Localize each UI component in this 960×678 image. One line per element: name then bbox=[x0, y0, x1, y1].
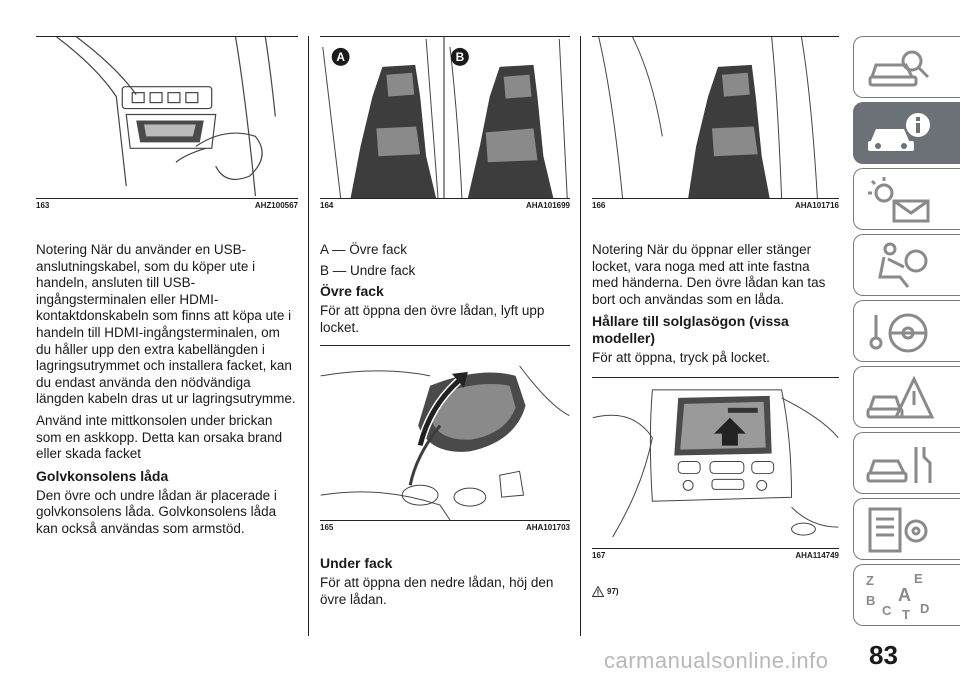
figure-code: AHZ100567 bbox=[254, 201, 298, 210]
armrest-storage-illustration: A B bbox=[322, 37, 568, 198]
svg-text:D: D bbox=[920, 601, 929, 616]
car-tools-icon bbox=[866, 447, 932, 483]
column-separator bbox=[580, 36, 581, 636]
figure-code: AHA101699 bbox=[525, 201, 570, 210]
tab-technical-data[interactable] bbox=[853, 498, 960, 560]
column-separator bbox=[308, 36, 309, 636]
tab-lights-messages[interactable] bbox=[853, 168, 960, 230]
section-body: För att öppna, tryck på locket. bbox=[592, 350, 770, 366]
ashtray-note: Använd inte mittkonsolen under brickan s… bbox=[36, 412, 283, 462]
figure-167-caption: 167 AHA114749 bbox=[592, 548, 839, 562]
tab-maintenance[interactable] bbox=[853, 432, 960, 494]
figure-166-illustration bbox=[592, 36, 839, 198]
figure-number: 164 bbox=[320, 201, 334, 210]
svg-text:A: A bbox=[898, 585, 911, 605]
section-body: För att öppna den nedre lådan, höj den ö… bbox=[320, 575, 554, 607]
svg-text:Z: Z bbox=[866, 573, 874, 588]
figure-164-illustration: A B bbox=[320, 36, 570, 198]
watermark: carmanualsonline.info bbox=[604, 648, 829, 673]
removable-box-illustration bbox=[598, 37, 818, 198]
center-console-tray-illustration bbox=[56, 37, 276, 197]
svg-text:C: C bbox=[882, 603, 892, 618]
figure-number: 166 bbox=[592, 201, 606, 210]
car-search-icon bbox=[868, 50, 930, 87]
legend-item-a: A — Övre fack bbox=[320, 242, 408, 257]
svg-text:B: B bbox=[866, 593, 875, 608]
section-body: Den övre och undre lådan är placerade i … bbox=[36, 487, 277, 536]
warning-triangle-icon bbox=[866, 375, 934, 419]
figure-165-illustration bbox=[320, 345, 570, 520]
figure-number: 163 bbox=[36, 201, 50, 210]
sunglasses-holder-illustration bbox=[592, 389, 839, 538]
callout-b: B bbox=[456, 50, 465, 64]
section-heading: Hållare till solglasögon (vissa modeller… bbox=[592, 313, 789, 347]
figure-165-caption: 165 AHA101703 bbox=[320, 520, 570, 534]
tab-car-info[interactable] bbox=[853, 102, 960, 164]
seat-airbag-icon bbox=[878, 242, 928, 288]
upper-lid-lift-illustration bbox=[320, 365, 570, 520]
callout-a: A bbox=[336, 50, 345, 64]
section-heading: Under fack bbox=[320, 555, 393, 571]
column-1-text: Notering När du använder en USB-anslutni… bbox=[36, 242, 298, 543]
svg-text:E: E bbox=[914, 571, 923, 586]
column-3-text: Notering När du öppnar eller stänger loc… bbox=[592, 242, 839, 372]
tab-emergency[interactable] bbox=[853, 366, 960, 428]
tab-starting-driving[interactable] bbox=[853, 300, 960, 362]
column-2-text-bottom: Under fack För att öppna den nedre lådan… bbox=[320, 552, 570, 613]
figure-number: 165 bbox=[320, 523, 334, 532]
light-message-icon bbox=[868, 177, 930, 223]
figure-163-caption: 163 AHZ100567 bbox=[36, 198, 298, 212]
figure-number: 167 bbox=[592, 551, 606, 560]
warning-triangle-icon bbox=[592, 586, 604, 597]
figure-166-caption: 166 AHA101716 bbox=[592, 198, 839, 212]
tab-index[interactable]: Z E A B C T D bbox=[853, 564, 960, 626]
figure-167-illustration bbox=[592, 377, 839, 547]
figure-163-illustration bbox=[36, 36, 298, 198]
steering-key-icon bbox=[869, 313, 928, 353]
section-heading: Övre fack bbox=[320, 283, 384, 300]
figure-code: AHA114749 bbox=[795, 551, 839, 560]
car-info-icon bbox=[868, 113, 930, 151]
tab-car-search[interactable] bbox=[853, 36, 960, 98]
tab-safety[interactable] bbox=[853, 234, 960, 296]
page-number: 83 bbox=[869, 640, 898, 670]
usb-note: Notering När du använder en USB-anslutni… bbox=[36, 242, 296, 407]
warning-reference[interactable]: 97) bbox=[592, 586, 619, 597]
index-letters-icon: Z E A B C T D bbox=[866, 571, 929, 621]
specs-gear-icon bbox=[868, 507, 928, 553]
figure-code: AHA101716 bbox=[794, 201, 839, 210]
column-2-text-top: A — Övre fack B — Undre fack Övre fack F… bbox=[320, 242, 570, 341]
warning-number: 97) bbox=[607, 587, 619, 596]
legend-item-b: B — Undre fack bbox=[320, 262, 416, 278]
section-heading: Golvkonsolens låda bbox=[36, 467, 169, 484]
lid-note: Notering När du öppnar eller stänger loc… bbox=[592, 242, 826, 307]
svg-text:T: T bbox=[902, 607, 910, 621]
figure-code: AHA101703 bbox=[525, 523, 570, 532]
section-body: För att öppna den övre lådan, lyft upp l… bbox=[320, 303, 545, 335]
figure-164-caption: 164 AHA101699 bbox=[320, 198, 570, 212]
